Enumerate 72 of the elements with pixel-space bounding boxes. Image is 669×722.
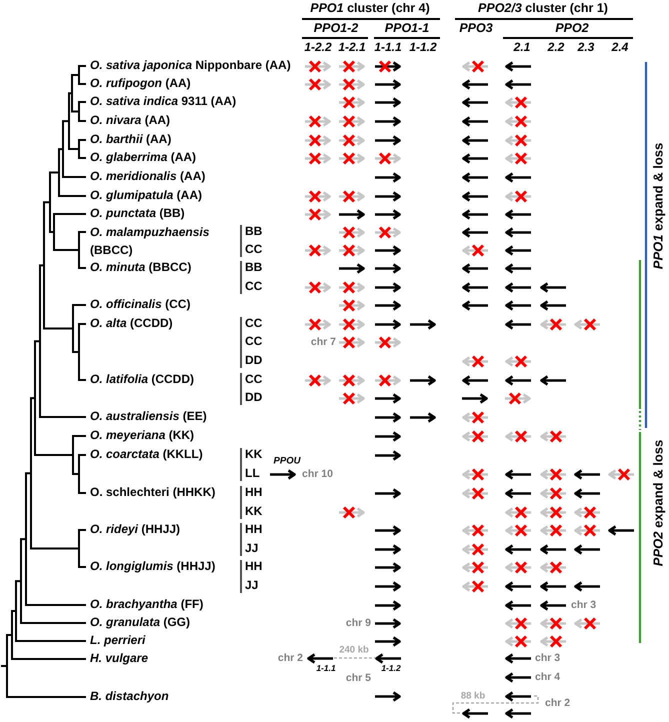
gene-group-heading: PPO1-2 — [314, 20, 358, 36]
taxon-label: O. sativa japonica Nipponbare (AA) — [90, 59, 291, 73]
subgenome-label: KK — [245, 505, 262, 519]
subgenome-label: HH — [245, 486, 262, 500]
subgenome-label: BB — [245, 225, 262, 239]
taxon-label: L. perrieri — [90, 634, 146, 648]
subgenome-label: LL — [245, 467, 260, 481]
taxon-label: O. australiensis (EE) — [90, 410, 207, 424]
clade-bar-label: PPO1 expand & loss — [652, 142, 666, 270]
subgenome-label: DD — [245, 391, 262, 405]
chromosome-label: chr 2 — [278, 652, 303, 664]
distance-label: 88 kb — [460, 692, 486, 702]
taxon-label: O. punctata (BB) — [90, 207, 185, 221]
chromosome-label: chr 4 — [535, 670, 560, 684]
subgenome-label: JJ — [245, 542, 258, 556]
taxon-label: H. vulgare — [90, 652, 148, 666]
taxon-label: O. longiglumis (HHJJ) — [90, 560, 216, 574]
subgenome-label: KK — [245, 448, 262, 462]
subgenome-label: CC — [245, 335, 262, 349]
chromosome-label: chr 10 — [302, 468, 333, 480]
gene-column-label: 1-2.2 — [304, 41, 332, 55]
subgenome-label: CC — [245, 243, 262, 257]
subgenome-label: CC — [245, 280, 262, 294]
chromosome-label: chr 7 — [310, 336, 336, 348]
subgenome-label: DD — [245, 354, 262, 368]
gene-group-heading: PPO1-1 — [384, 20, 430, 36]
gene-label: 1-1.1 — [316, 664, 336, 674]
taxon-label: O. alta (CCDD) — [90, 317, 173, 331]
chromosome-label: chr 5 — [346, 672, 371, 684]
taxon-label: O. brachyantha (FF) — [90, 598, 204, 612]
cluster-heading: PPO1 cluster (chr 4) — [310, 0, 430, 16]
taxon-label: O. latifolia (CCDD) — [90, 373, 194, 387]
taxon-label: O. rideyi (HHJJ) — [90, 523, 180, 537]
chromosome-label: chr 3 — [535, 652, 560, 664]
cluster-heading: PPO2/3 cluster (chr 1) — [478, 0, 608, 16]
taxon-label: O. malampuzhaensis (BBCC) — [90, 224, 210, 259]
taxon-label: O. barthii (AA) — [90, 133, 172, 147]
clade-bar-label: PPO2 expand & loss — [652, 440, 666, 566]
chromosome-label: chr 9 — [346, 616, 371, 630]
subgenome-label: CC — [245, 373, 262, 387]
chromosome-label: chr 3 — [571, 598, 596, 612]
taxon-label: O. meyeriana (KK) — [90, 429, 194, 443]
taxon-label: O. granulata (GG) — [90, 616, 190, 630]
subgenome-label: HH — [245, 523, 262, 537]
subgenome-label: JJ — [245, 579, 258, 593]
gene-group-heading: PPO3 — [459, 20, 493, 36]
taxon-label: O. schlechteri (HHKK) — [90, 486, 216, 500]
taxon-label: O. glumipatula (AA) — [90, 189, 202, 203]
subgenome-label: BB — [245, 261, 262, 275]
taxon-label: B. distachyon — [90, 690, 169, 704]
gene-column-label: 2.4 — [612, 41, 628, 55]
taxon-label: O. coarctata (KKLL) — [90, 448, 203, 462]
gene-group-heading: PPO2 — [555, 20, 589, 36]
gene-column-label: 1-2.1 — [338, 41, 366, 55]
subgenome-label: CC — [245, 317, 262, 331]
taxon-label: O. sativa indica 9311 (AA) — [90, 95, 236, 109]
taxon-label: O. glaberrima (AA) — [90, 151, 196, 165]
gene-column-label: 1-1.2 — [409, 41, 437, 55]
gene-column-label: 1-1.1 — [374, 41, 402, 55]
taxon-label: O. meridionalis (AA) — [90, 170, 206, 184]
chromosome-label: chr 2 — [545, 696, 570, 710]
taxon-label: O. rufipogon (AA) — [90, 77, 191, 91]
gene-column-label: 2.2 — [548, 41, 564, 55]
gene-column-label: 2.3 — [578, 41, 594, 55]
taxon-label: O. officinalis (CC) — [90, 298, 190, 312]
taxon-label: O. minuta (BBCC) — [90, 261, 192, 275]
distance-label: 240 kb — [339, 646, 369, 656]
taxon-label: O. nivara (AA) — [90, 114, 170, 128]
gene-label: PPOU — [274, 456, 300, 468]
subgenome-label: HH — [245, 560, 262, 574]
gene-label: 1-1.2 — [381, 664, 401, 674]
gene-column-label: 2.1 — [514, 41, 530, 55]
